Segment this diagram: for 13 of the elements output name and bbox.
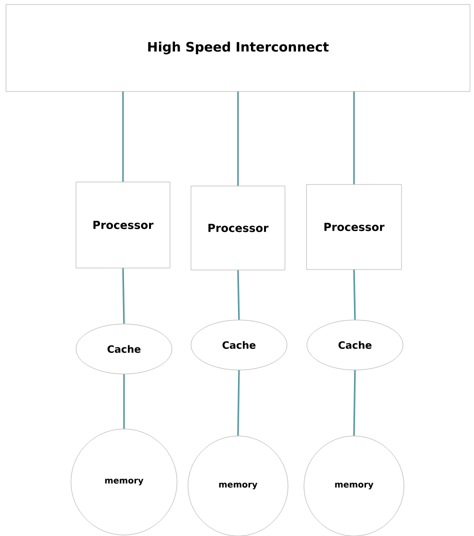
processor-box: Processor [306,184,402,270]
connector-line [237,370,240,436]
connector-line [353,92,355,184]
connector-line [237,92,239,186]
connector-line [237,270,240,320]
processor-box: Processor [190,186,286,270]
connector-line [122,268,125,324]
interconnect-box: High Speed Interconnect [6,4,470,92]
connector-line [123,374,125,429]
connector-line [122,92,124,182]
connector-line [353,370,356,436]
processor-box: Processor [76,182,170,268]
connector-line [353,270,356,320]
